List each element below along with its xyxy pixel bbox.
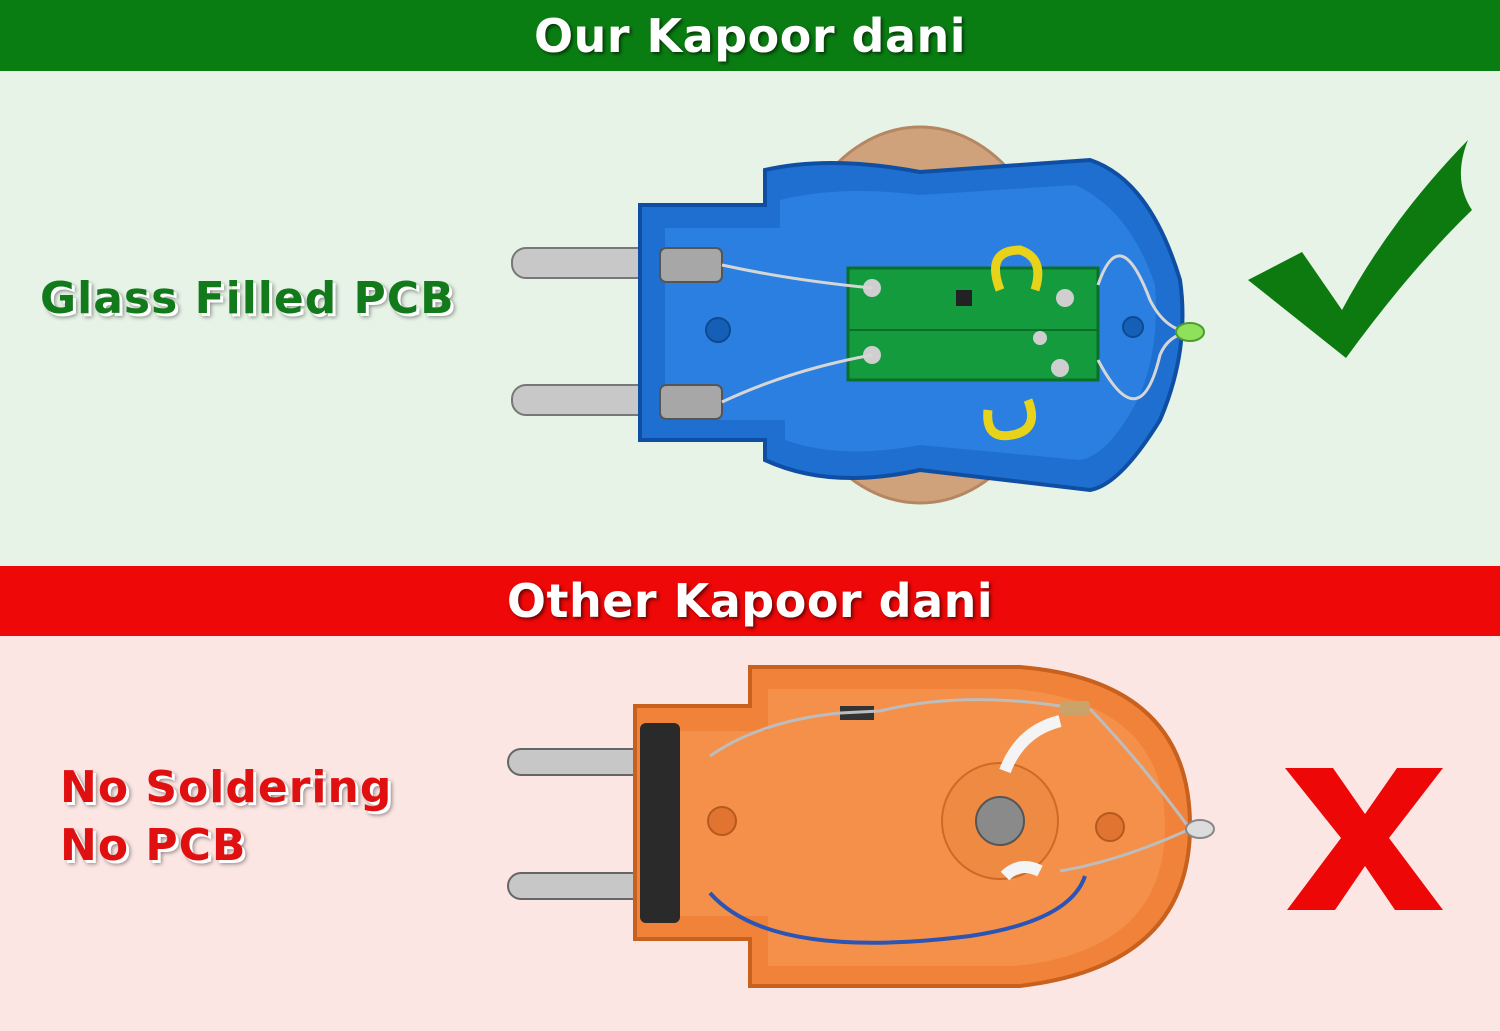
bottom-banner-title: Other Kapoor dani bbox=[506, 574, 994, 628]
glass-filled-pcb-label: Glass Filled PCB bbox=[40, 273, 455, 324]
top-panel: Our Kapoor dani Glass Filled PCB bbox=[0, 0, 1500, 566]
top-label: Glass Filled PCB bbox=[40, 270, 455, 328]
no-soldering-label: No Soldering bbox=[60, 762, 393, 813]
top-banner: Our Kapoor dani bbox=[0, 0, 1500, 71]
check-icon bbox=[1248, 140, 1472, 358]
bottom-label: No Soldering No PCB bbox=[60, 759, 392, 875]
bottom-panel: Other Kapoor dani No Soldering No PCB bbox=[0, 566, 1500, 1031]
cross-icon bbox=[1285, 768, 1443, 910]
orange-plug-image bbox=[507, 665, 1215, 988]
top-banner-title: Our Kapoor dani bbox=[533, 8, 967, 63]
blue-plug-image bbox=[511, 125, 1205, 505]
bottom-banner: Other Kapoor dani bbox=[0, 566, 1500, 636]
no-pcb-label: No PCB bbox=[60, 820, 247, 871]
